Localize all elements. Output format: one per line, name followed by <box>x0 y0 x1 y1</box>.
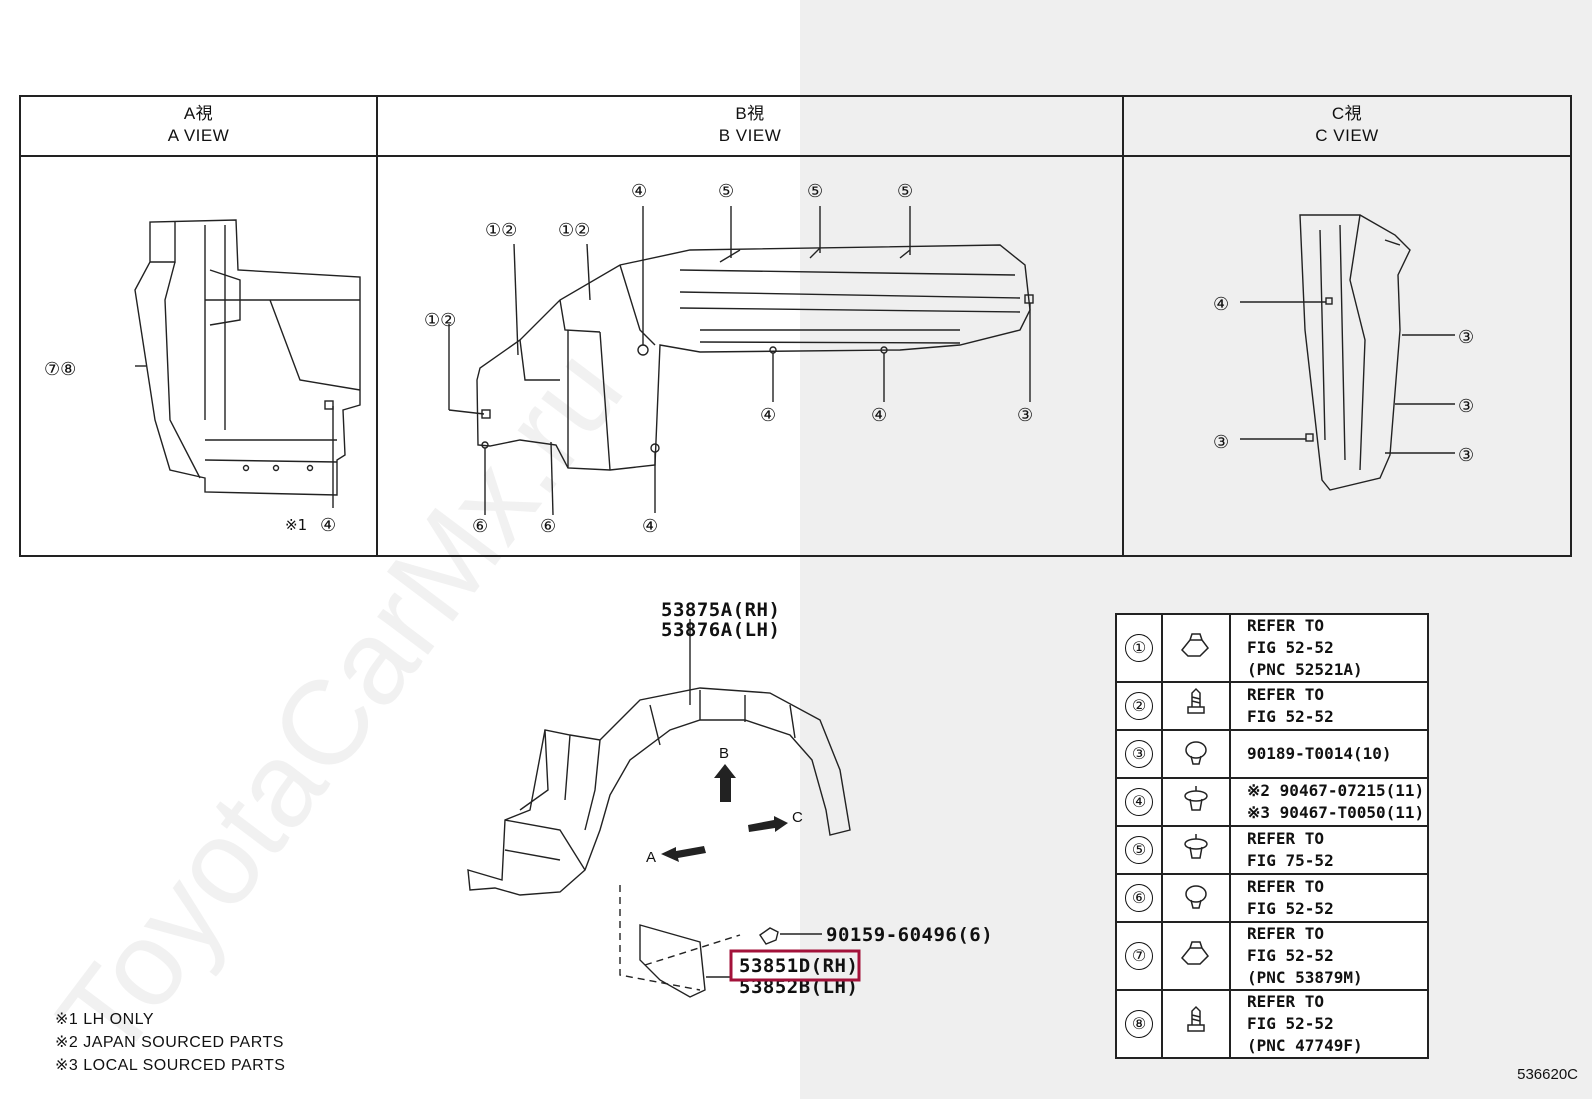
callout-3: ③ <box>1458 327 1474 348</box>
legend-description: REFER TO FIG 52-52 <box>1229 681 1429 731</box>
callout-4: ④ <box>642 516 658 537</box>
legend-number: ⑥ <box>1125 884 1153 912</box>
note-1: ※1 LH ONLY <box>55 1011 155 1028</box>
legend-number-cell: ⑧ <box>1115 989 1163 1059</box>
parts-legend: ① REFER TO FIG 52-52 (PNC 52521A) ② REFER T… <box>1115 613 1429 1059</box>
screw-icon <box>1161 681 1231 731</box>
arrow-b-label: B <box>719 745 729 762</box>
callout-6: ⑥ <box>472 516 488 537</box>
c-view-drawing <box>1240 214 1455 491</box>
callout-5: ⑤ <box>897 181 913 202</box>
legend-number: ⑤ <box>1125 836 1153 864</box>
legend-description: REFER TO FIG 52-52 (PNC 47749F) <box>1229 989 1429 1059</box>
note-2: ※2 JAPAN SOURCED PARTS <box>55 1034 284 1051</box>
divider <box>376 97 378 555</box>
flap-rh-label: 53851D(RH) <box>739 955 858 977</box>
push-clip-icon <box>1161 777 1231 827</box>
legend-row: ⑦ REFER TO FIG 52-52 (PNC 53879M) <box>1115 921 1429 991</box>
legend-number: ① <box>1125 634 1153 662</box>
callout-4: ④ <box>871 405 887 426</box>
legend-description: REFER TO FIG 52-52 (PNC 53879M) <box>1229 921 1429 991</box>
legend-description: 90189-T0014(10) <box>1229 729 1429 779</box>
legend-number: ③ <box>1125 740 1153 768</box>
callout-6: ⑥ <box>540 516 556 537</box>
legend-number: ④ <box>1125 788 1153 816</box>
callout-5: ⑤ <box>807 181 823 202</box>
callout-4: ④ <box>631 181 647 202</box>
header-separator <box>21 155 1570 157</box>
legend-row: ② REFER TO FIG 52-52 <box>1115 681 1429 731</box>
legend-row: ① REFER TO FIG 52-52 (PNC 52521A) <box>1115 613 1429 683</box>
notes: ※1 LH ONLY ※2 JAPAN SOURCED PARTS ※3 LOC… <box>55 1008 285 1077</box>
legend-number: ② <box>1125 692 1153 720</box>
legend-number: ⑦ <box>1125 942 1153 970</box>
callout-1-2: ①② <box>424 310 456 331</box>
legend-number: ⑧ <box>1125 1010 1153 1038</box>
callout-3: ③ <box>1458 396 1474 417</box>
bolt-label: 90159-60496(6) <box>826 924 993 946</box>
callout-7-8: ⑦⑧ <box>44 359 76 380</box>
a-view-drawing <box>134 219 361 508</box>
legend-number-cell: ④ <box>1115 777 1163 827</box>
legend-number-cell: ① <box>1115 613 1163 683</box>
fender-liner-drawing <box>467 619 851 998</box>
legend-row: ⑥ REFER TO FIG 52-52 <box>1115 873 1429 923</box>
arrow-c-label: C <box>792 809 803 826</box>
liner-rh-label: 53875A(RH) <box>661 599 780 621</box>
callout-5: ⑤ <box>718 181 734 202</box>
rivet-icon <box>1161 729 1231 779</box>
legend-description: ※2 90467-07215(11) ※3 90467-T0050(11) <box>1229 777 1429 827</box>
legend-number-cell: ⑦ <box>1115 921 1163 991</box>
divider <box>1122 97 1124 555</box>
view-arrows <box>661 764 788 862</box>
callout-3: ③ <box>1017 405 1033 426</box>
legend-row: ⑤ REFER TO FIG 75-52 <box>1115 825 1429 875</box>
legend-row: ⑧ REFER TO FIG 52-52 (PNC 47749F) <box>1115 989 1429 1059</box>
arrow-a-label: A <box>646 849 656 866</box>
legend-number-cell: ⑤ <box>1115 825 1163 875</box>
legend-number-cell: ③ <box>1115 729 1163 779</box>
legend-description: REFER TO FIG 52-52 <box>1229 873 1429 923</box>
callout-3: ③ <box>1458 445 1474 466</box>
legend-description: REFER TO FIG 75-52 <box>1229 825 1429 875</box>
legend-description: REFER TO FIG 52-52 (PNC 52521A) <box>1229 613 1429 683</box>
legend-row: ④ ※2 90467-07215(11) ※3 90467-T0050(11) <box>1115 777 1429 827</box>
clip-icon <box>1161 921 1231 991</box>
liner-lh-label: 53876A(LH) <box>661 619 780 641</box>
b-view-drawing <box>448 206 1034 516</box>
highlight-box <box>729 949 861 982</box>
rivet-icon <box>1161 873 1231 923</box>
clip-icon <box>1161 613 1231 683</box>
note-mark: ※1 <box>285 516 307 534</box>
legend-number-cell: ⑥ <box>1115 873 1163 923</box>
callout-4: ④ <box>320 515 336 536</box>
callout-1-2: ①② <box>485 220 517 241</box>
legend-row: ③ 90189-T0014(10) <box>1115 729 1429 779</box>
legend-number-cell: ② <box>1115 681 1163 731</box>
screw-icon <box>1161 989 1231 1059</box>
callout-4: ④ <box>1213 294 1229 315</box>
callout-1-2: ①② <box>558 220 590 241</box>
callout-4: ④ <box>760 405 776 426</box>
note-3: ※3 LOCAL SOURCED PARTS <box>55 1057 286 1074</box>
push-clip-icon <box>1161 825 1231 875</box>
callout-3: ③ <box>1213 432 1229 453</box>
figure-code: 536620C <box>1517 1066 1578 1083</box>
